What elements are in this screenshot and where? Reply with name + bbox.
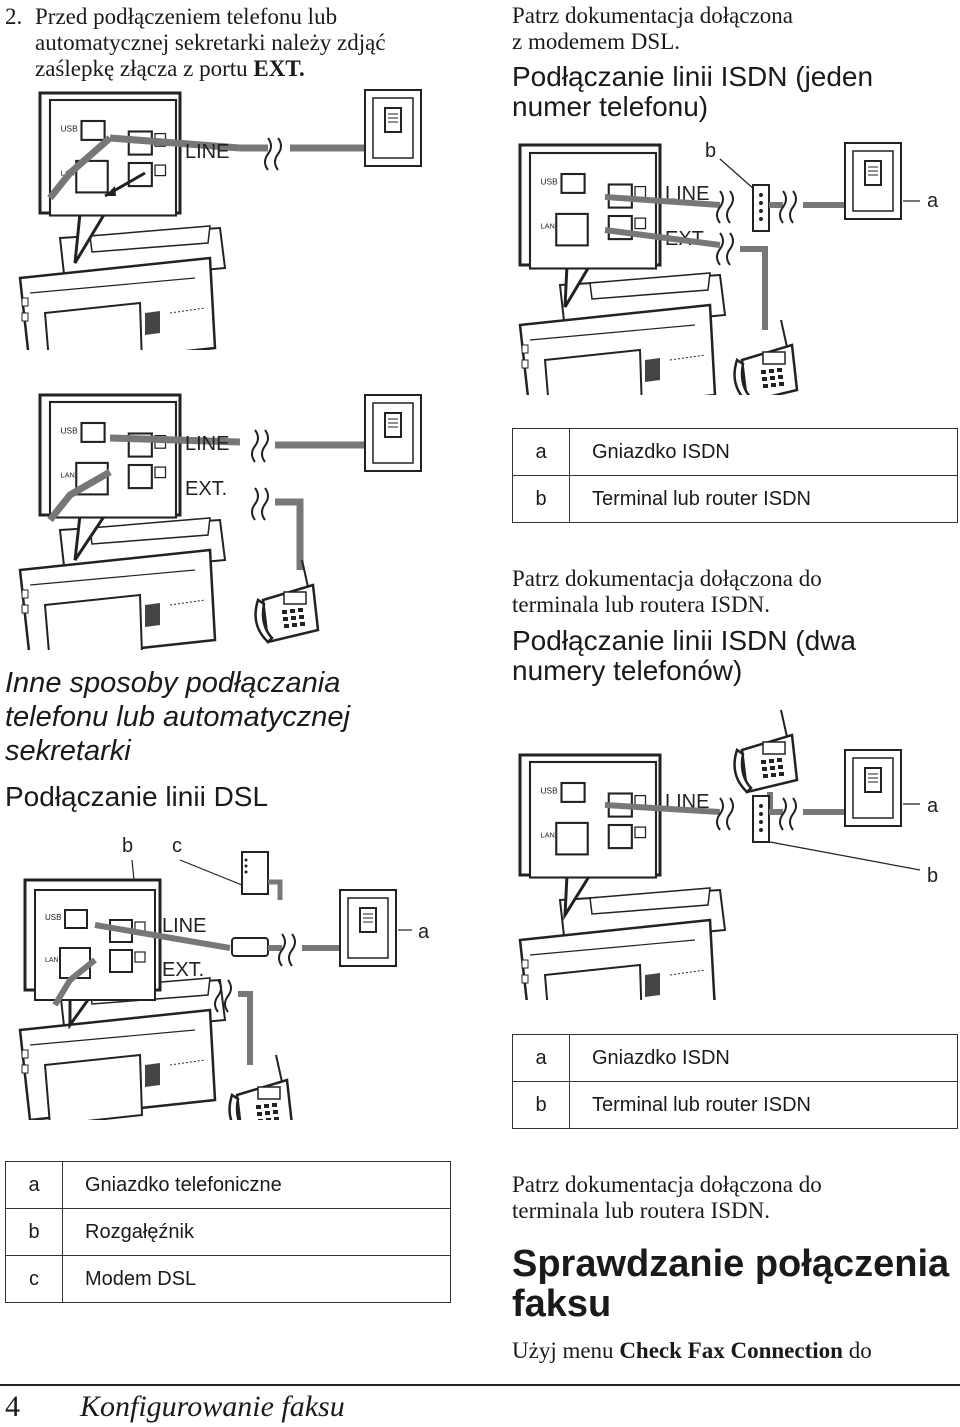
footer-rule xyxy=(0,1384,960,1386)
printer-illustration xyxy=(18,516,227,650)
diagram-remove-ext-cap: LINE xyxy=(18,89,422,350)
see-terminal-text-1: Patrz dokumentacja dołączona do terminal… xyxy=(512,566,952,618)
isdn-one-line-1: Podłączanie linii ISDN (jeden xyxy=(512,61,874,92)
legend-key: c xyxy=(5,1255,63,1303)
legend-value: Terminal lub router ISDN xyxy=(569,1081,958,1129)
isdn-one-line-2: numer telefonu) xyxy=(512,91,709,122)
line-label: LINE xyxy=(185,141,229,163)
printer-illustration xyxy=(18,224,227,350)
legend-key: b xyxy=(512,1081,570,1129)
line-label: LINE xyxy=(162,915,206,937)
ext-label: EXT. xyxy=(185,478,227,500)
see-modem-text: Patrz dokumentacja dołączona z modemem D… xyxy=(512,3,952,55)
telephone-icon xyxy=(254,558,320,644)
ext-port-name: EXT. xyxy=(253,56,305,81)
check-text: Użyj menu Check Fax Connection do xyxy=(512,1338,957,1364)
label-a: a xyxy=(927,190,939,212)
wall-jack-icon xyxy=(339,889,397,967)
legend-value: Gniazdko ISDN xyxy=(569,428,958,476)
telephone-icon xyxy=(733,318,799,395)
splitter-icon xyxy=(231,937,269,957)
check-fax-connection-menu: Check Fax Connection xyxy=(619,1338,843,1363)
port-panel-icon xyxy=(528,151,658,270)
isdn-terminal-icon xyxy=(752,795,770,843)
subheading-dsl: Podłączanie linii DSL xyxy=(5,781,269,812)
step-2-text: 2. Przed podłączeniem telefonu lub autom… xyxy=(5,4,465,82)
isdn-two-line-1: Podłączanie linii ISDN (dwa xyxy=(512,625,856,656)
check-heading-line-1: Sprawdzanie połączenia xyxy=(512,1243,950,1285)
legend-value: Terminal lub router ISDN xyxy=(569,475,958,523)
label-b: b xyxy=(927,865,938,887)
diagram-dsl: b c LINE EXT. a xyxy=(18,835,430,1120)
diagram-phone-to-ext: LINE EXT. xyxy=(18,393,422,650)
heading-isdn-one: Podłączanie linii ISDN (jeden numer tele… xyxy=(512,62,952,122)
step-number: 2. xyxy=(5,4,23,29)
ext-label: EXT. xyxy=(162,959,204,981)
telephone-icon xyxy=(733,708,799,794)
dsl-modem-icon xyxy=(241,851,269,895)
legend-key: b xyxy=(512,475,570,523)
check-text-prefix: Użyj menu xyxy=(512,1338,620,1363)
footer-title: Konfigurowanie faksu xyxy=(80,1390,345,1423)
legend-value: Rozgałęźnik xyxy=(62,1208,451,1256)
legend-key: b xyxy=(5,1208,63,1256)
printer-illustration xyxy=(518,271,727,395)
see-modem-line-1: Patrz dokumentacja dołączona xyxy=(512,3,793,28)
see-terminal-1-line-2: terminala lub routera ISDN. xyxy=(512,592,771,617)
see-modem-line-2: z modemem DSL. xyxy=(512,29,680,54)
label-c: c xyxy=(172,835,182,857)
isdn-two-line-2: numery telefonów) xyxy=(512,655,743,686)
port-panel-icon xyxy=(528,760,658,879)
legend-value: Gniazdko telefoniczne xyxy=(62,1161,451,1209)
telephone-icon xyxy=(228,1053,294,1120)
port-panel-icon xyxy=(48,98,178,217)
see-terminal-2-line-1: Patrz dokumentacja dołączona do xyxy=(512,1172,822,1197)
see-terminal-1-line-1: Patrz dokumentacja dołączona do xyxy=(512,566,822,591)
heading-line-1: Inne sposoby podłączania xyxy=(5,667,341,699)
step-line-2: automatycznej sekretarki należy zdjąć xyxy=(35,30,386,55)
wall-jack-icon xyxy=(364,89,422,167)
legend-value: Modem DSL xyxy=(62,1255,451,1303)
legend-key: a xyxy=(5,1161,63,1209)
printer-illustration xyxy=(518,886,727,1000)
label-b: b xyxy=(705,140,716,162)
step-line-1: Przed podłączeniem telefonu lub xyxy=(35,4,338,29)
label-a: a xyxy=(927,795,939,817)
wall-jack-icon xyxy=(844,142,902,220)
isdn-terminal-icon xyxy=(752,184,770,232)
line-label: LINE xyxy=(185,433,229,455)
wall-jack-icon xyxy=(844,749,902,827)
check-heading-line-2: faksu xyxy=(512,1283,612,1325)
heading-line-2: telefonu lub automatycznej xyxy=(5,701,350,733)
wall-jack-icon xyxy=(364,394,422,472)
legend-key: a xyxy=(512,428,570,476)
see-terminal-text-2: Patrz dokumentacja dołączona do terminal… xyxy=(512,1172,952,1224)
heading-check-connection: Sprawdzanie połączenia faksu xyxy=(512,1244,957,1324)
legend-key: a xyxy=(512,1034,570,1082)
see-terminal-2-line-2: terminala lub routera ISDN. xyxy=(512,1198,771,1223)
port-panel-icon xyxy=(34,889,156,1001)
label-a: a xyxy=(418,921,430,943)
legend-value: Gniazdko ISDN xyxy=(569,1034,958,1082)
heading-other-methods: Inne sposoby podłączania telefonu lub au… xyxy=(5,666,475,768)
page-number: 4 xyxy=(5,1390,20,1423)
diagram-isdn-one-number: LINE EXT. b a xyxy=(518,140,939,395)
diagram-isdn-two-numbers: LINE a b xyxy=(518,708,939,1000)
label-b: b xyxy=(122,835,133,857)
heading-line-3: sekretarki xyxy=(5,735,131,767)
step-line-3: zaślepkę złącza z portu xyxy=(35,56,254,81)
check-text-suffix: do xyxy=(842,1338,872,1363)
heading-isdn-two: Podłączanie linii ISDN (dwa numery telef… xyxy=(512,626,952,686)
